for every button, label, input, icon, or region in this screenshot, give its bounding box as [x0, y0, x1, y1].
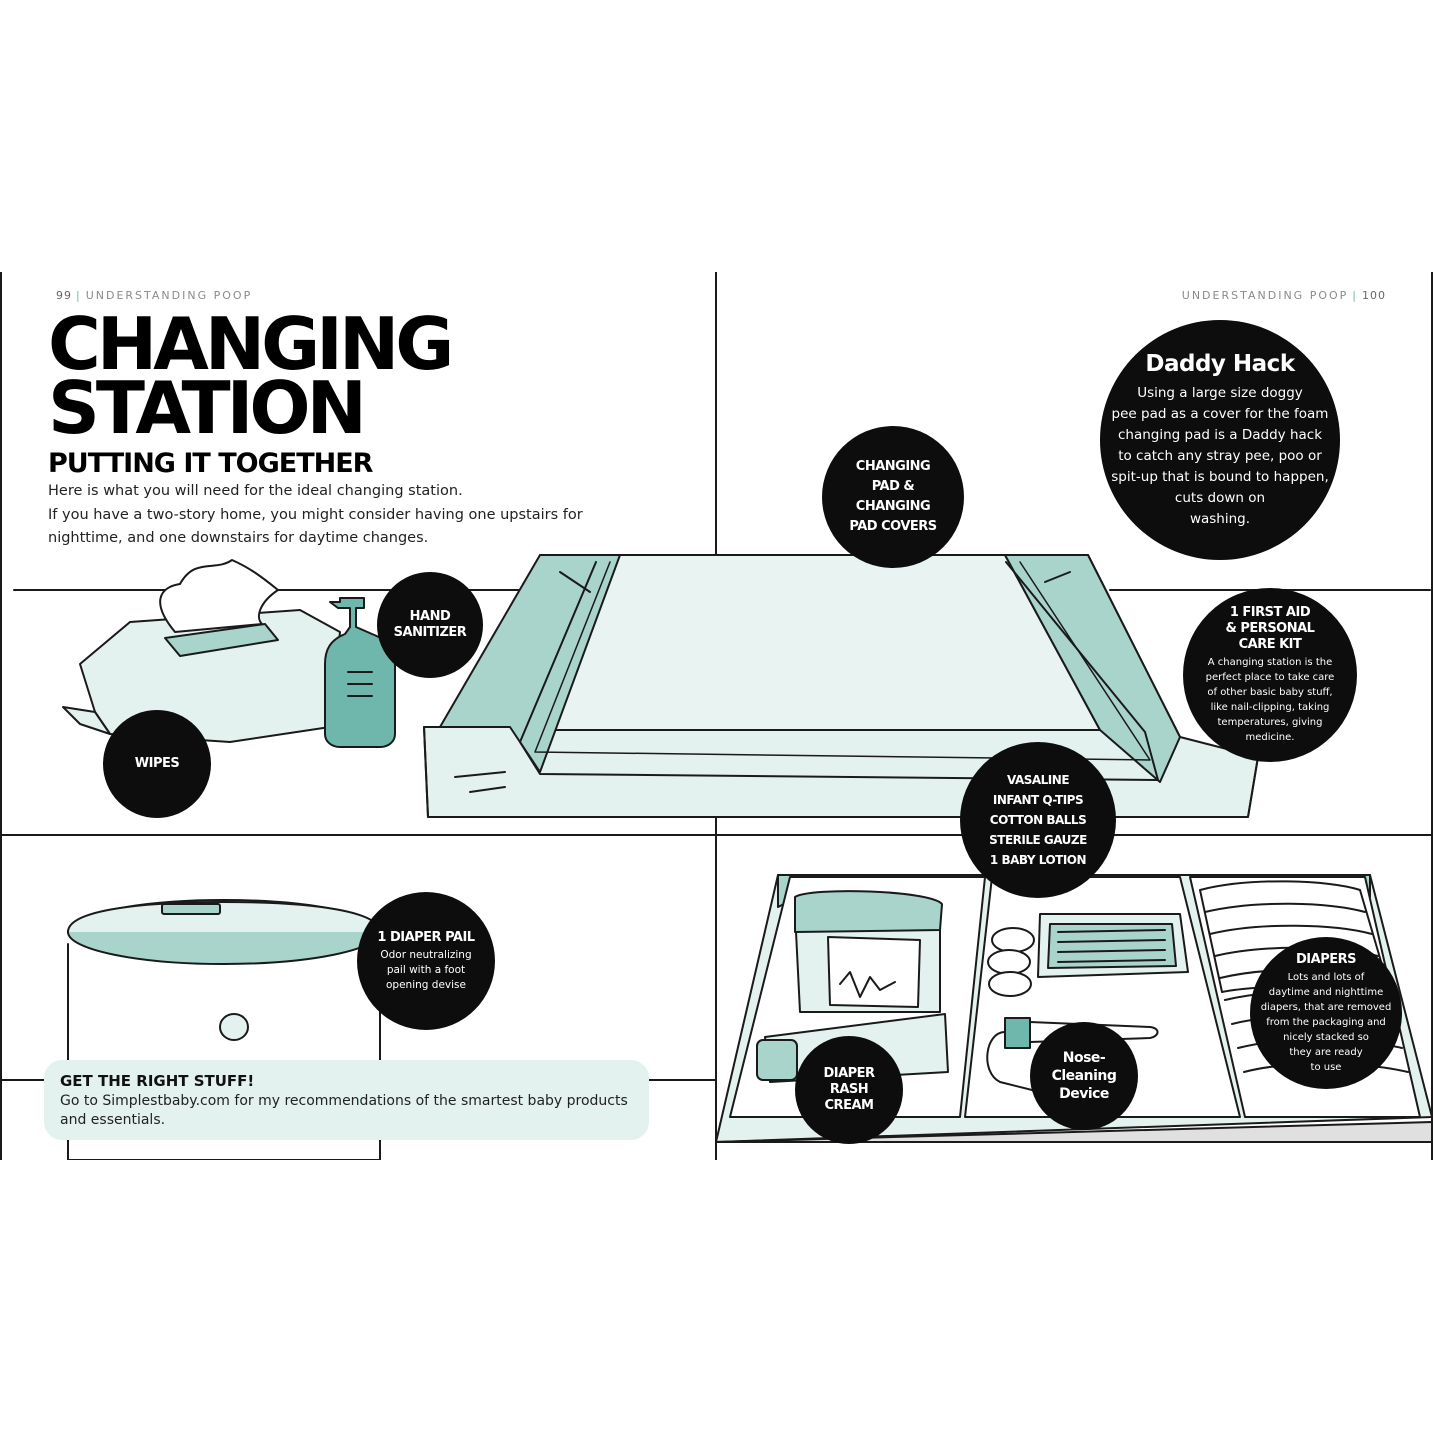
- left-page-number: 99: [56, 289, 72, 302]
- hand-sanitizer-label: HAND SANITIZER: [377, 572, 483, 678]
- diapers-desc: Lots and lots of daytime and nighttime d…: [1260, 971, 1392, 1073]
- nose-device-label: Nose- Cleaning Device: [1030, 1022, 1138, 1130]
- wipes-package-illustration: [62, 559, 341, 743]
- left-running-header: 99|UNDERSTANDING POOP: [56, 289, 253, 302]
- supplies-text: VASALINE INFANT Q-TIPS COTTON BALLS STER…: [989, 773, 1087, 867]
- daddy-hack-title: Daddy Hack: [1145, 350, 1295, 377]
- right-page-number: 100: [1362, 289, 1386, 302]
- changing-pad-label: CHANGING PAD & CHANGING PAD COVERS: [822, 426, 964, 568]
- diaper-pail-label: 1 DIAPER PAIL Odor neutralizing pail wit…: [357, 892, 495, 1030]
- page-subtitle: PUTTING IT TOGETHER: [48, 448, 373, 479]
- diapers-title: DIAPERS: [1296, 951, 1356, 967]
- diaper-pail-desc: Odor neutralizing pail with a foot openi…: [380, 948, 472, 991]
- first-aid-desc: A changing station is the perfect place …: [1205, 657, 1335, 743]
- daddy-hack-body: Using a large size doggy pee pad as a co…: [1111, 384, 1329, 527]
- right-running-header: UNDERSTANDING POOP|100: [1181, 289, 1386, 302]
- intro-line-2: If you have a two-story home, you might …: [48, 506, 583, 547]
- wipes-text: WIPES: [134, 756, 180, 771]
- callout-heading: GET THE RIGHT STUFF!: [60, 1072, 255, 1090]
- page-title: CHANGING STATION: [48, 302, 454, 450]
- rash-cream-label: DIAPER RASH CREAM: [795, 1036, 903, 1144]
- changing-pad-text: CHANGING PAD & CHANGING PAD COVERS: [849, 459, 937, 534]
- right-section-title: UNDERSTANDING POOP: [1181, 289, 1349, 302]
- left-section-title: UNDERSTANDING POOP: [85, 289, 253, 302]
- title-line-2: STATION: [48, 366, 367, 450]
- book-spread: 99|UNDERSTANDING POOP UNDERSTANDING POOP…: [0, 272, 1434, 1160]
- wipes-label: WIPES: [103, 710, 211, 818]
- title-line-1: CHANGING: [48, 302, 454, 386]
- supplies-label: VASALINE INFANT Q-TIPS COTTON BALLS STER…: [960, 742, 1116, 898]
- hand-sanitizer-text: HAND SANITIZER: [393, 609, 467, 640]
- changing-pad-illustration: [423, 554, 1259, 818]
- get-the-right-stuff-callout: GET THE RIGHT STUFF! Go to Simplestbaby.…: [44, 1060, 649, 1140]
- nose-device-text: Nose- Cleaning Device: [1051, 1050, 1117, 1102]
- diaper-pail-title: 1 DIAPER PAIL: [377, 929, 475, 945]
- intro-line-1: Here is what you will need for the ideal…: [48, 483, 463, 499]
- drawer-organizer-illustration: [715, 874, 1433, 1143]
- intro-text: Here is what you will need for the ideal…: [48, 480, 608, 551]
- first-aid-title: 1 FIRST AID & PERSONAL CARE KIT: [1225, 605, 1315, 652]
- daddy-hack-bubble: Daddy Hack Using a large size doggy pee …: [1100, 320, 1340, 560]
- rash-cream-text: DIAPER RASH CREAM: [823, 1066, 875, 1113]
- diapers-label: DIAPERS Lots and lots of daytime and nig…: [1250, 937, 1402, 1089]
- first-aid-label: 1 FIRST AID & PERSONAL CARE KIT A changi…: [1183, 588, 1357, 762]
- callout-body: Go to Simplestbaby.com for my recommenda…: [60, 1093, 628, 1128]
